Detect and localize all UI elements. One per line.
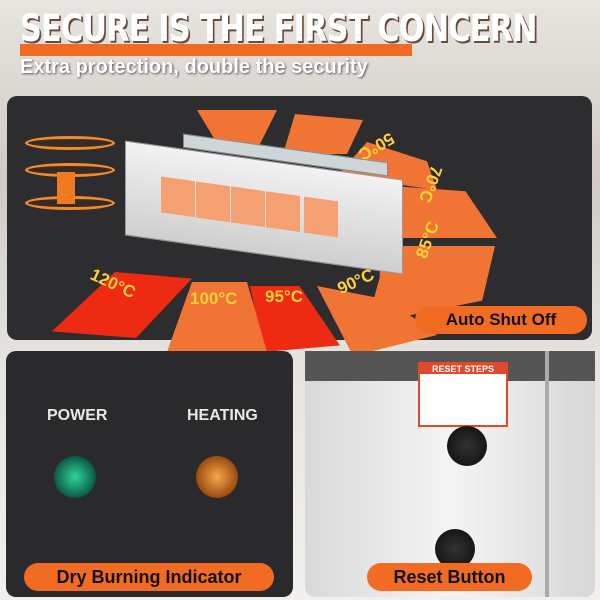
temp-sector	[283, 114, 363, 154]
power-label: POWER	[47, 407, 108, 424]
reset-steps-sticker: RESET STEPS	[418, 362, 508, 427]
heating-label: HEATING	[187, 407, 258, 424]
dry-burning-caption: Dry Burning Indicator	[24, 563, 274, 591]
reset-knob[interactable]	[435, 529, 475, 569]
title-underline	[20, 44, 412, 56]
unit-edge	[545, 351, 549, 597]
heating-indicator-light	[196, 456, 238, 498]
reset-knob[interactable]	[447, 426, 487, 466]
auto-shut-off-label: Auto Shut Off	[415, 306, 587, 334]
dry-burning-indicator-panel: Dry Burning Indicator	[6, 351, 293, 597]
heating-element-icon	[57, 172, 75, 204]
subtitle: Extra protection, double the security	[20, 56, 368, 78]
heating-window	[304, 196, 338, 238]
temp-sector-70	[392, 186, 497, 238]
heating-window	[161, 176, 195, 218]
heating-window	[196, 181, 230, 223]
sticker-title: RESET STEPS	[420, 364, 506, 374]
heating-window	[231, 186, 265, 228]
reset-button-caption: Reset Button	[367, 563, 532, 591]
heating-coil-icon	[25, 136, 115, 150]
heating-window	[266, 191, 300, 233]
power-indicator-light	[54, 456, 96, 498]
reset-button-panel: RESET STEPS Reset Button	[305, 351, 595, 597]
temp-label-100: 100°C	[190, 289, 238, 308]
temp-label-95: 95°C	[265, 287, 303, 306]
page-title: SECURE IS THE FIRST CONCERN	[20, 7, 538, 50]
